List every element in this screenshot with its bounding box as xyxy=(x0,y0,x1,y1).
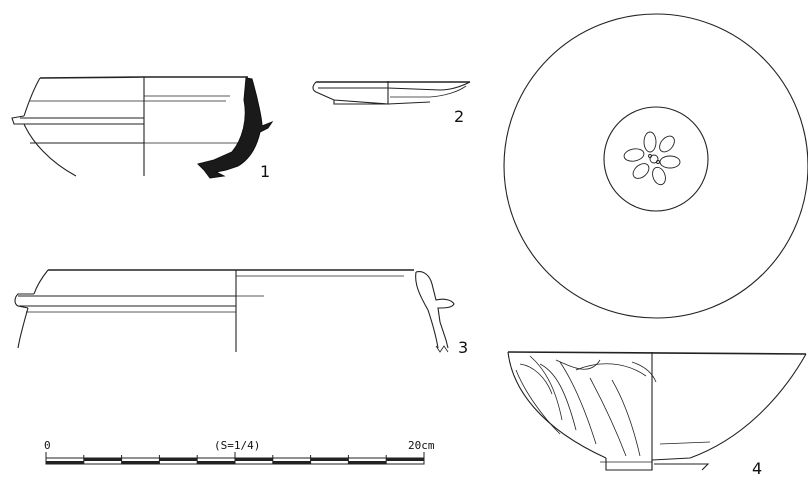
scale-end-label: 20cm xyxy=(408,439,435,452)
vessel-4-top-view xyxy=(503,13,808,319)
vessel-3-drawing xyxy=(14,269,455,353)
vessel-2-drawing xyxy=(312,81,471,105)
scale-bar xyxy=(45,452,425,465)
scale-ratio-label: (S=1/4) xyxy=(214,439,260,452)
figure-label-2: 2 xyxy=(454,107,464,126)
figure-label-1: 1 xyxy=(260,162,270,181)
flower-stamp-icon xyxy=(623,131,681,186)
figure-label-4: 4 xyxy=(752,459,762,477)
scale-start-label: 0 xyxy=(44,439,51,452)
vessel-1-section xyxy=(197,77,274,179)
figure-label-3: 3 xyxy=(458,338,468,357)
vessel-1-drawing xyxy=(11,76,248,177)
vessel-4-profile xyxy=(507,351,807,471)
